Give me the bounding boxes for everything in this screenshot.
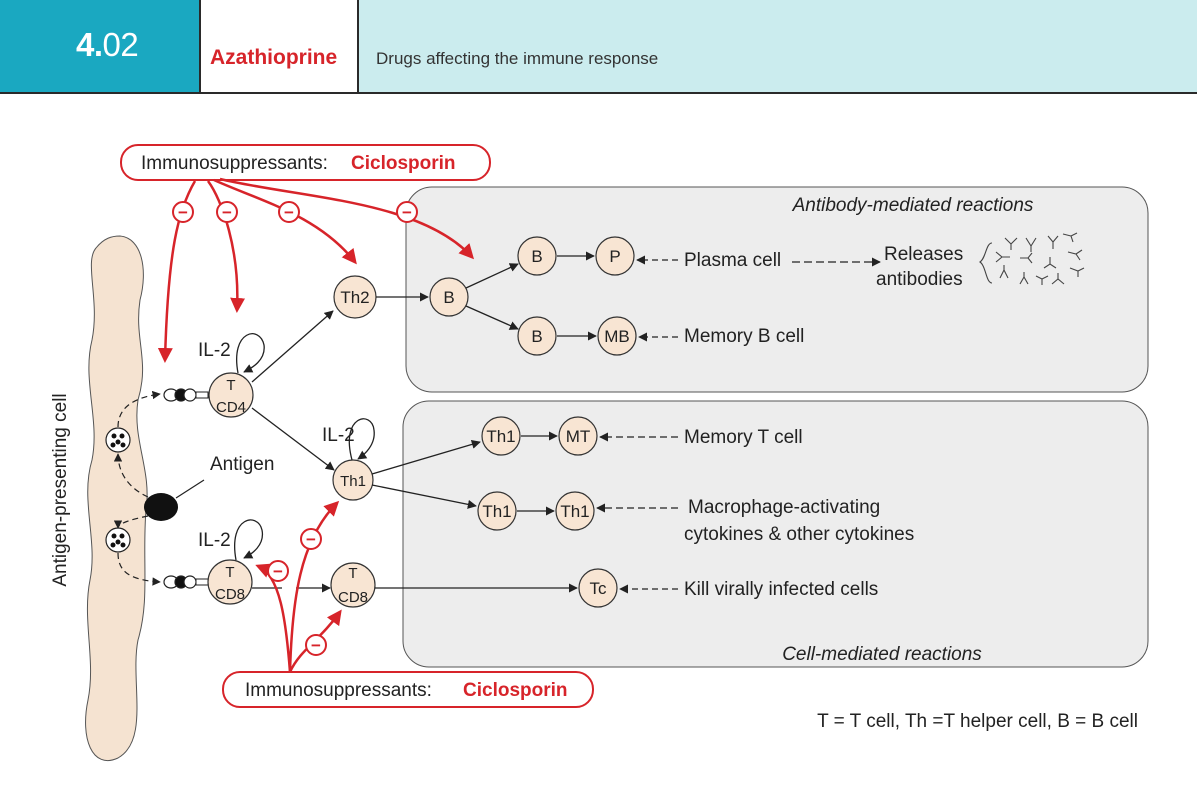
section-number: 4.02 (0, 0, 200, 92)
svg-text:Th2: Th2 (340, 288, 369, 307)
t-cd8-effector-cell: T CD8 (330, 562, 376, 608)
antigen-label: Antigen (210, 454, 274, 475)
releases-label-line2: antibodies (876, 269, 963, 290)
vesicle-lower (105, 527, 131, 553)
inhibit-marker: − (305, 634, 327, 656)
inhibit-marker: − (267, 560, 289, 582)
memory-b-label: Memory B cell (684, 326, 804, 347)
header-divider (357, 0, 359, 92)
th1-cell-a: Th1 (477, 491, 517, 531)
memory-t-cell: MT (558, 416, 598, 456)
svg-text:Tc: Tc (590, 579, 608, 598)
releases-label-line1: Releases (884, 244, 963, 265)
tc-cell: Tc (578, 568, 618, 608)
antibody-mediated-panel (405, 186, 1149, 393)
header-divider (199, 0, 201, 92)
il2-label-cd4: IL-2 (198, 340, 231, 361)
b-cell-upper: B (517, 236, 557, 276)
antigen-blob (144, 493, 178, 521)
svg-text:−: − (273, 562, 283, 581)
svg-text:−: − (222, 203, 232, 222)
immunosuppressants-bottom-box (222, 671, 594, 708)
kill-label: Kill virally infected cells (684, 579, 878, 600)
svg-text:CD4: CD4 (216, 399, 246, 416)
plasma-cell: P (595, 236, 635, 276)
ciclosporin-bottom-label: Ciclosporin (463, 680, 568, 701)
svg-text:T: T (226, 377, 235, 394)
svg-text:Th1: Th1 (486, 427, 515, 446)
svg-text:Th1: Th1 (560, 502, 589, 521)
cell-mediated-title: Cell-mediated reactions (782, 644, 982, 665)
th1-cell: Th1 (332, 459, 374, 501)
svg-text:B: B (531, 247, 542, 266)
immunosuppressants-top-label: Immunosuppressants: (141, 153, 328, 174)
header-underline (0, 92, 1197, 94)
b-cell-lower: B (517, 316, 557, 356)
svg-text:T: T (225, 564, 234, 581)
t-cd4-cell: T CD4 (208, 372, 254, 418)
il2-label-th1: IL-2 (322, 425, 355, 446)
svg-text:−: − (402, 203, 412, 222)
svg-text:B: B (443, 288, 454, 307)
abbreviation-legend: T = T cell, Th =T helper cell, B = B cel… (817, 711, 1138, 732)
antibodies-icon (979, 232, 1085, 285)
svg-text:MT: MT (566, 427, 591, 446)
svg-text:B: B (531, 327, 542, 346)
svg-text:T: T (348, 565, 357, 582)
svg-text:−: − (284, 203, 294, 222)
mhc-receptor-cd8 (163, 575, 209, 589)
t-cd8-cell: T CD8 (207, 559, 253, 605)
inhibit-marker: − (172, 201, 194, 223)
vesicle-upper (105, 427, 131, 453)
antigen-presenting-cell (85, 235, 148, 761)
antibody-mediated-title: Antibody-mediated reactions (792, 195, 1034, 216)
section-subtitle-text: Drugs affecting the immune response (376, 49, 659, 68)
b-cell: B (429, 277, 469, 317)
th2-cell: Th2 (333, 275, 377, 319)
plasma-cell-label: Plasma cell (684, 250, 781, 271)
svg-text:Th1: Th1 (340, 473, 366, 490)
inhibit-marker: − (396, 201, 418, 223)
section-number-minor: 02 (102, 26, 139, 63)
th1-cell-b: Th1 (555, 491, 595, 531)
svg-text:P: P (609, 247, 620, 266)
inhibit-marker: − (216, 201, 238, 223)
drug-title: Azathioprine (200, 0, 358, 92)
apc-label: Antigen-presenting cell (50, 393, 71, 586)
svg-text:−: − (311, 636, 321, 655)
drug-title-text: Azathioprine (210, 46, 338, 69)
memory-t-label: Memory T cell (684, 427, 803, 448)
il2-label-cd8: IL-2 (198, 530, 231, 551)
svg-text:CD8: CD8 (215, 586, 245, 603)
inhibit-marker: − (278, 201, 300, 223)
svg-text:−: − (306, 530, 316, 549)
mhc-receptor-cd4 (163, 388, 209, 402)
macrophage-label-line1: Macrophage-activating (688, 497, 880, 518)
immunosuppressants-top-box (120, 144, 491, 181)
svg-text:−: − (178, 203, 188, 222)
svg-text:CD8: CD8 (338, 589, 368, 606)
ciclosporin-top-label: Ciclosporin (351, 153, 456, 174)
section-subtitle: Drugs affecting the immune response (358, 0, 1197, 92)
svg-text:Th1: Th1 (482, 502, 511, 521)
svg-text:MB: MB (604, 327, 630, 346)
memory-b-cell: MB (597, 316, 637, 356)
macrophage-label-line2: cytokines & other cytokines (684, 524, 914, 545)
th1-memory-precursor-cell: Th1 (481, 416, 521, 456)
section-number-major: 4. (76, 26, 103, 63)
inhibit-marker: − (300, 528, 322, 550)
header-bar: 4.02 Azathioprine Drugs affecting the im… (0, 0, 1197, 94)
immunosuppressants-bottom-label: Immunosuppressants: (245, 680, 432, 701)
